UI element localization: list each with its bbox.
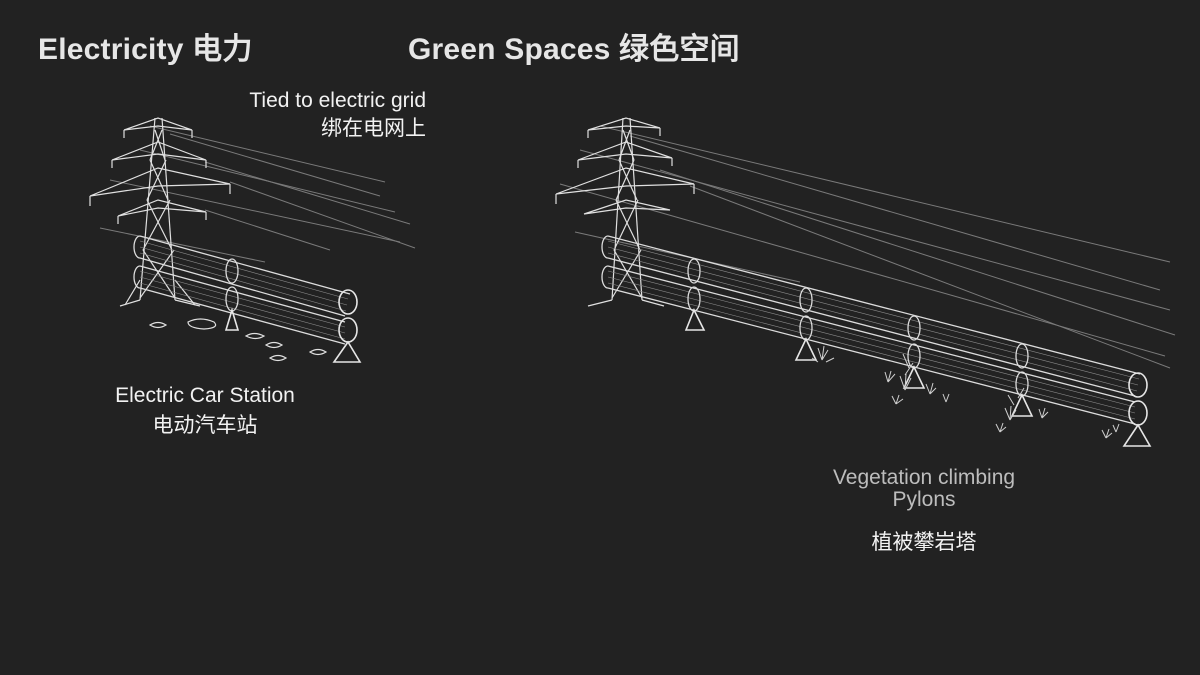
grid-label-zh: 绑在电网上 bbox=[321, 117, 426, 140]
car-station-label-zh: 电动汽车站 bbox=[152, 414, 258, 437]
vegetation-label-en-line1: Vegetation climbing bbox=[832, 466, 1016, 489]
transmission-tower-right bbox=[555, 117, 695, 307]
vegetation-label-zh: 植被攀岩塔 bbox=[871, 531, 977, 554]
transmission-tower-left bbox=[89, 117, 231, 307]
green-spaces-title: Green Spaces 绿色空间 bbox=[408, 33, 740, 66]
climbing-vegetation bbox=[811, 345, 1120, 439]
charging-puddles bbox=[148, 318, 328, 362]
electricity-title: Electricity 电力 bbox=[38, 33, 253, 66]
vegetation-label-en-line2: Pylons bbox=[892, 488, 956, 511]
car-station-label-en: Electric Car Station bbox=[115, 384, 295, 407]
grid-label-en: Tied to electric grid bbox=[249, 89, 426, 112]
power-lines-right bbox=[559, 125, 1176, 369]
power-lines-left bbox=[99, 125, 416, 263]
pipe-structure-left bbox=[133, 235, 362, 363]
pipe-structure-right bbox=[601, 235, 1152, 447]
